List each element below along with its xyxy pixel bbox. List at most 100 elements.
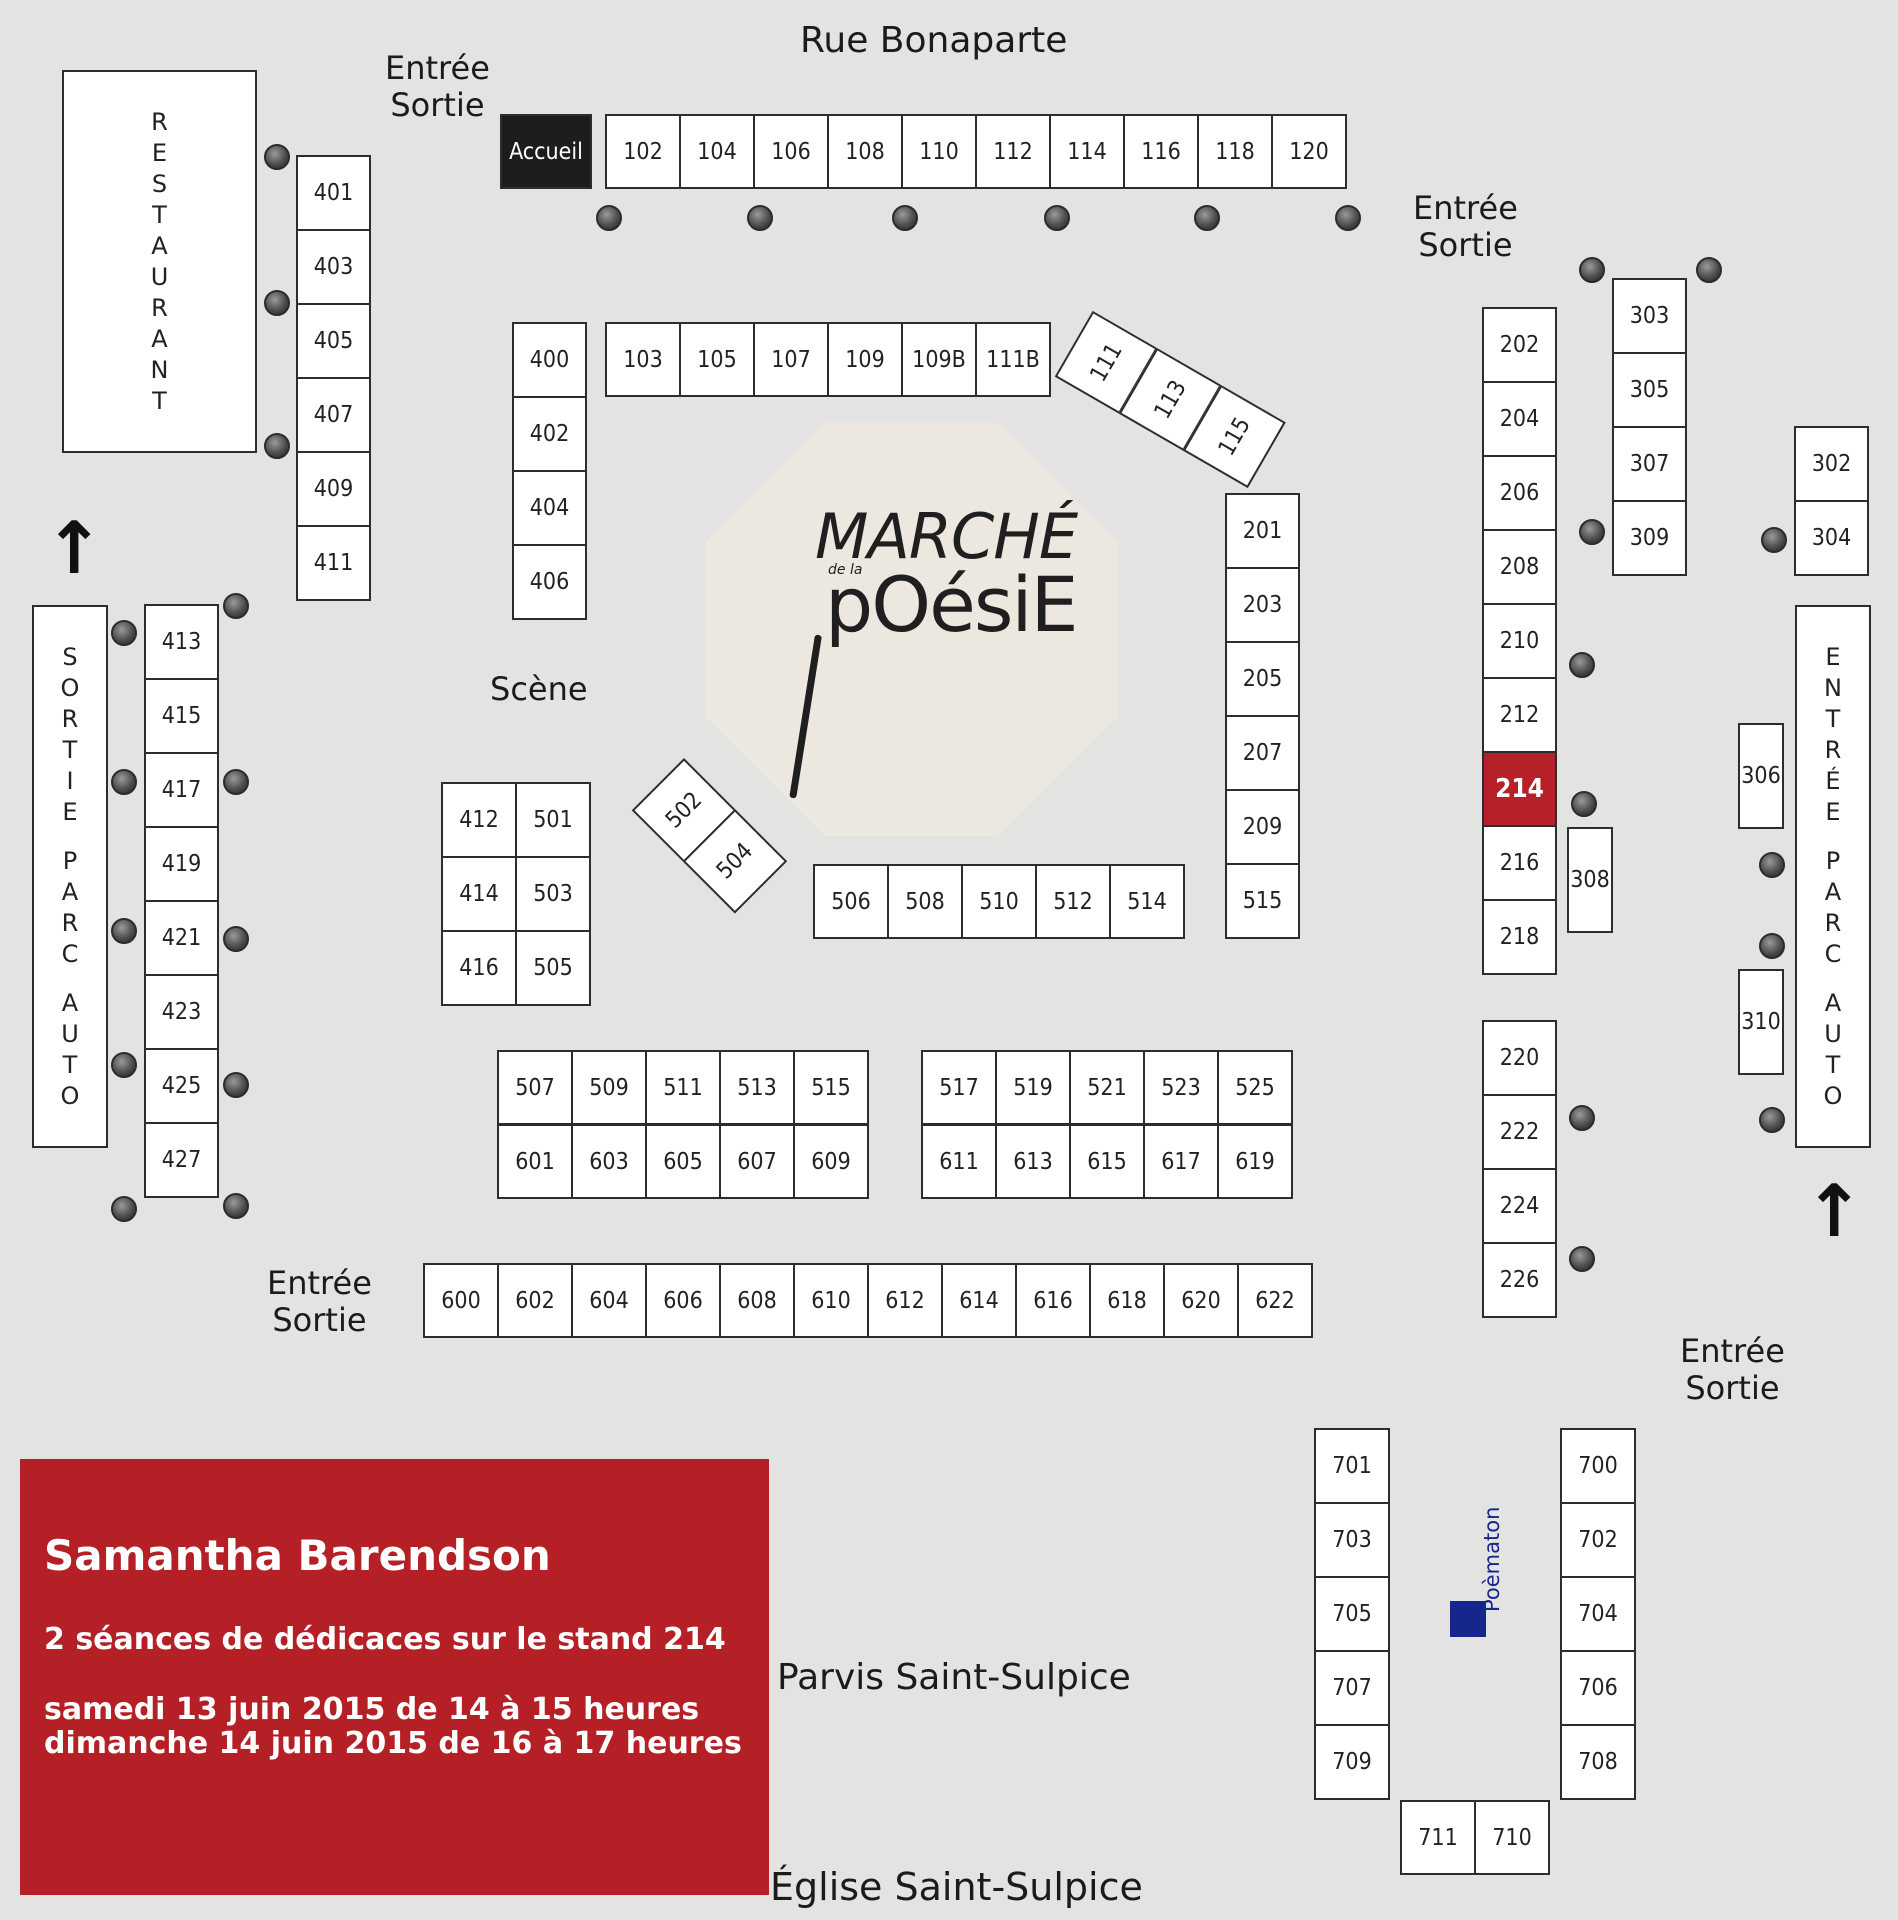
stand-307[interactable]: 307 bbox=[1612, 426, 1687, 502]
stand-204[interactable]: 204 bbox=[1482, 381, 1557, 457]
stand-400[interactable]: 400 bbox=[512, 322, 587, 398]
stand-610[interactable]: 610 bbox=[793, 1263, 869, 1338]
stand-612[interactable]: 612 bbox=[867, 1263, 943, 1338]
stand-622[interactable]: 622 bbox=[1237, 1263, 1313, 1338]
stand-614[interactable]: 614 bbox=[941, 1263, 1017, 1338]
stand-212[interactable]: 212 bbox=[1482, 677, 1557, 753]
stand-707[interactable]: 707 bbox=[1314, 1650, 1390, 1726]
stand-305[interactable]: 305 bbox=[1612, 352, 1687, 428]
stand-505[interactable]: 505 bbox=[515, 930, 591, 1006]
stand-603[interactable]: 603 bbox=[571, 1124, 647, 1199]
stand-accueil[interactable]: Accueil bbox=[500, 114, 592, 189]
stand-303[interactable]: 303 bbox=[1612, 278, 1687, 354]
stand-525[interactable]: 525 bbox=[1217, 1050, 1293, 1125]
stand-514[interactable]: 514 bbox=[1109, 864, 1185, 939]
stand-705[interactable]: 705 bbox=[1314, 1576, 1390, 1652]
stand-511[interactable]: 511 bbox=[645, 1050, 721, 1125]
stand-302[interactable]: 302 bbox=[1794, 426, 1869, 502]
stand-411[interactable]: 411 bbox=[296, 525, 371, 601]
stand-403[interactable]: 403 bbox=[296, 229, 371, 305]
stand-709[interactable]: 709 bbox=[1314, 1724, 1390, 1800]
stand-507[interactable]: 507 bbox=[497, 1050, 573, 1125]
stand-304[interactable]: 304 bbox=[1794, 500, 1869, 576]
stand-207[interactable]: 207 bbox=[1225, 715, 1300, 791]
stand-605[interactable]: 605 bbox=[645, 1124, 721, 1199]
stand-417[interactable]: 417 bbox=[144, 752, 219, 828]
stand-600[interactable]: 600 bbox=[423, 1263, 499, 1338]
stand-620[interactable]: 620 bbox=[1163, 1263, 1239, 1338]
stand-515[interactable]: 515 bbox=[793, 1050, 869, 1125]
stand-508[interactable]: 508 bbox=[887, 864, 963, 939]
stand-613[interactable]: 613 bbox=[995, 1124, 1071, 1199]
stand-111b[interactable]: 111B bbox=[975, 322, 1051, 397]
stand-310[interactable]: 310 bbox=[1738, 969, 1784, 1075]
stand-517[interactable]: 517 bbox=[921, 1050, 997, 1125]
stand-108[interactable]: 108 bbox=[827, 114, 903, 189]
stand-710[interactable]: 710 bbox=[1474, 1800, 1550, 1875]
stand-106[interactable]: 106 bbox=[753, 114, 829, 189]
stand-523[interactable]: 523 bbox=[1143, 1050, 1219, 1125]
stand-224[interactable]: 224 bbox=[1482, 1168, 1557, 1244]
stand-409[interactable]: 409 bbox=[296, 451, 371, 527]
stand-210[interactable]: 210 bbox=[1482, 603, 1557, 679]
stand-203[interactable]: 203 bbox=[1225, 567, 1300, 643]
stand-608[interactable]: 608 bbox=[719, 1263, 795, 1338]
stand-407[interactable]: 407 bbox=[296, 377, 371, 453]
stand-421[interactable]: 421 bbox=[144, 900, 219, 976]
stand-208[interactable]: 208 bbox=[1482, 529, 1557, 605]
stand-503[interactable]: 503 bbox=[515, 856, 591, 932]
stand-116[interactable]: 116 bbox=[1123, 114, 1199, 189]
stand-412[interactable]: 412 bbox=[441, 782, 517, 858]
stand-202[interactable]: 202 bbox=[1482, 307, 1557, 383]
stand-423[interactable]: 423 bbox=[144, 974, 219, 1050]
stand-226[interactable]: 226 bbox=[1482, 1242, 1557, 1318]
stand-404[interactable]: 404 bbox=[512, 470, 587, 546]
stand-206[interactable]: 206 bbox=[1482, 455, 1557, 531]
stand-509[interactable]: 509 bbox=[571, 1050, 647, 1125]
stand-703[interactable]: 703 bbox=[1314, 1502, 1390, 1578]
stand-419[interactable]: 419 bbox=[144, 826, 219, 902]
stand-512[interactable]: 512 bbox=[1035, 864, 1111, 939]
stand-214[interactable]: 214 bbox=[1482, 751, 1557, 827]
stand-601[interactable]: 601 bbox=[497, 1124, 573, 1199]
stand-700[interactable]: 700 bbox=[1560, 1428, 1636, 1504]
stand-120[interactable]: 120 bbox=[1271, 114, 1347, 189]
stand-611[interactable]: 611 bbox=[921, 1124, 997, 1199]
stand-606[interactable]: 606 bbox=[645, 1263, 721, 1338]
stand-506[interactable]: 506 bbox=[813, 864, 889, 939]
stand-209[interactable]: 209 bbox=[1225, 789, 1300, 865]
stand-521[interactable]: 521 bbox=[1069, 1050, 1145, 1125]
stand-112[interactable]: 112 bbox=[975, 114, 1051, 189]
stand-501[interactable]: 501 bbox=[515, 782, 591, 858]
stand-515[interactable]: 515 bbox=[1225, 863, 1300, 939]
stand-110[interactable]: 110 bbox=[901, 114, 977, 189]
stand-702[interactable]: 702 bbox=[1560, 1502, 1636, 1578]
stand-427[interactable]: 427 bbox=[144, 1122, 219, 1198]
stand-402[interactable]: 402 bbox=[512, 396, 587, 472]
stand-201[interactable]: 201 bbox=[1225, 493, 1300, 569]
stand-414[interactable]: 414 bbox=[441, 856, 517, 932]
stand-618[interactable]: 618 bbox=[1089, 1263, 1165, 1338]
stand-708[interactable]: 708 bbox=[1560, 1724, 1636, 1800]
stand-510[interactable]: 510 bbox=[961, 864, 1037, 939]
stand-513[interactable]: 513 bbox=[719, 1050, 795, 1125]
stand-309[interactable]: 309 bbox=[1612, 500, 1687, 576]
stand-616[interactable]: 616 bbox=[1015, 1263, 1091, 1338]
stand-306[interactable]: 306 bbox=[1738, 723, 1784, 829]
stand-711[interactable]: 711 bbox=[1400, 1800, 1476, 1875]
stand-602[interactable]: 602 bbox=[497, 1263, 573, 1338]
stand-104[interactable]: 104 bbox=[679, 114, 755, 189]
stand-114[interactable]: 114 bbox=[1049, 114, 1125, 189]
stand-619[interactable]: 619 bbox=[1217, 1124, 1293, 1199]
stand-401[interactable]: 401 bbox=[296, 155, 371, 231]
stand-615[interactable]: 615 bbox=[1069, 1124, 1145, 1199]
stand-107[interactable]: 107 bbox=[753, 322, 829, 397]
stand-704[interactable]: 704 bbox=[1560, 1576, 1636, 1652]
stand-701[interactable]: 701 bbox=[1314, 1428, 1390, 1504]
stand-405[interactable]: 405 bbox=[296, 303, 371, 379]
stand-706[interactable]: 706 bbox=[1560, 1650, 1636, 1726]
stand-216[interactable]: 216 bbox=[1482, 825, 1557, 901]
stand-519[interactable]: 519 bbox=[995, 1050, 1071, 1125]
stand-105[interactable]: 105 bbox=[679, 322, 755, 397]
stand-413[interactable]: 413 bbox=[144, 604, 219, 680]
